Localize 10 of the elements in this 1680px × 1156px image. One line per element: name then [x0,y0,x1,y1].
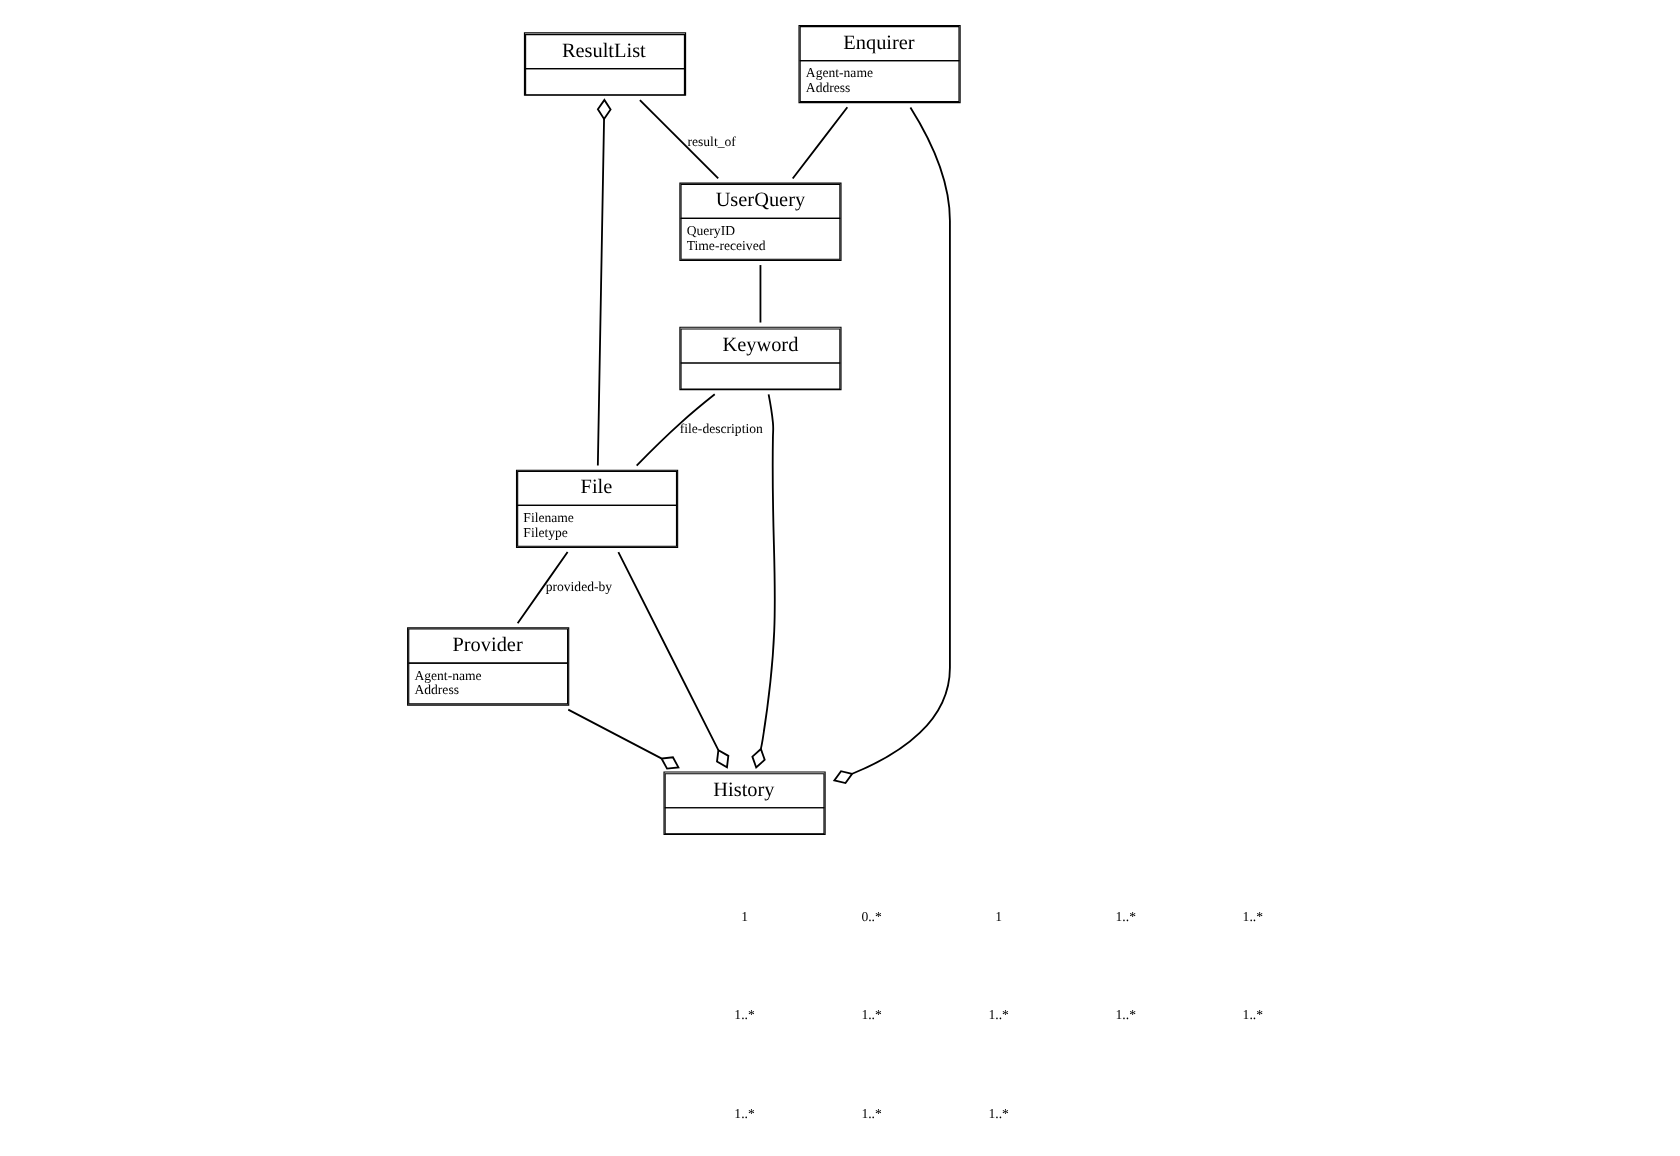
connector [638,99,719,180]
connector [595,98,611,467]
connector [790,106,848,180]
connector [515,551,568,625]
connector [634,393,715,467]
connector [750,393,775,770]
connector [831,106,950,785]
connector [566,708,679,770]
connector [758,264,761,324]
connector [616,551,729,769]
